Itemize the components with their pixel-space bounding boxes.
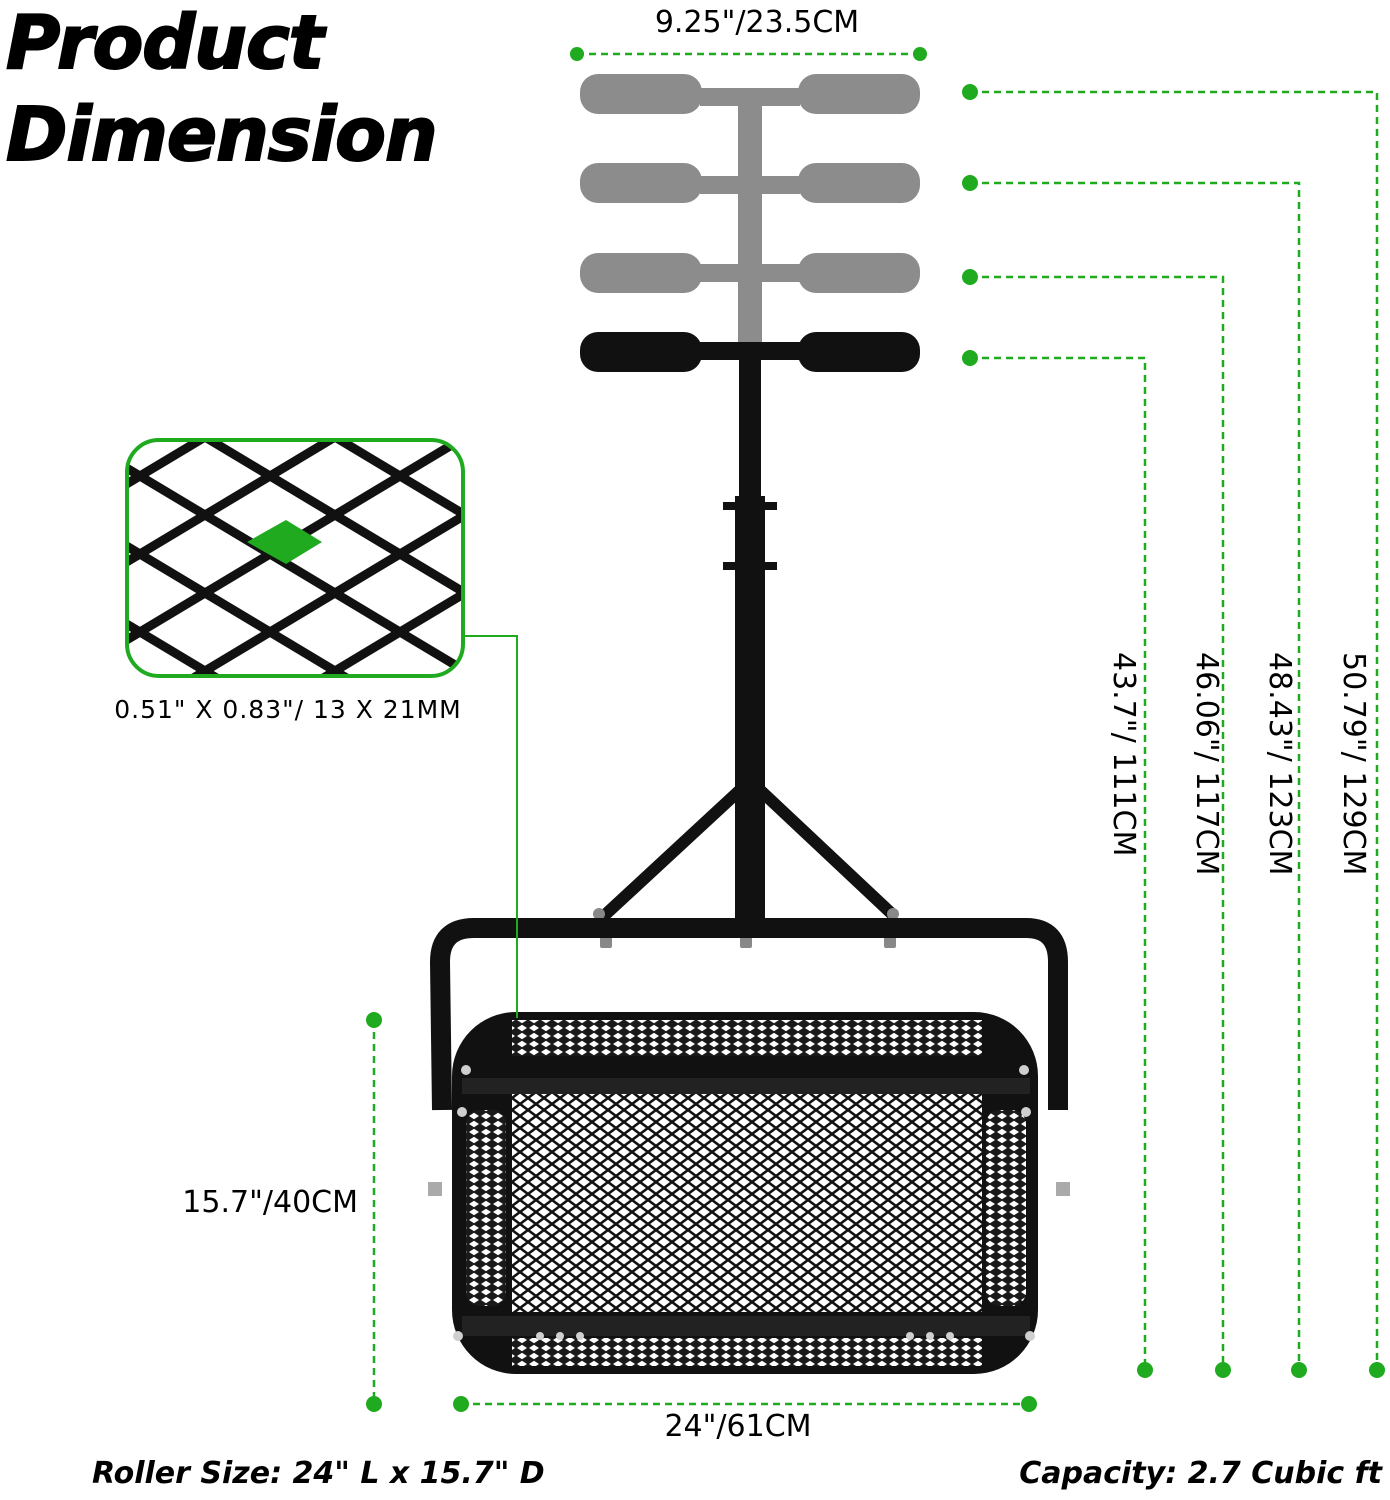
support-braces: [600, 784, 898, 920]
mesh-hole-size-label: 0.51" X 0.83"/ 13 X 21MM: [114, 695, 462, 724]
roller-length-dimension: 24"/61CM: [453, 1396, 1037, 1444]
roller-size-caption: Roller Size: 24" L x 15.7" D: [92, 1456, 545, 1491]
height-dimension-129: 50.79"/ 129CM: [962, 84, 1385, 1378]
mesh-strand: [127, 440, 463, 676]
handle-width-label: 9.25"/23.5CM: [655, 5, 859, 40]
height-label-111: 43.7"/ 111CM: [1106, 652, 1141, 856]
handle-grip: [580, 332, 920, 372]
title-line-dimension: Dimension: [5, 92, 439, 178]
mesh-leader-line: [463, 635, 518, 1018]
mesh-strand: [127, 544, 463, 676]
mesh-strand: [127, 440, 463, 564]
mesh-hole-highlight: [247, 520, 322, 564]
roller-diameter-dimension: 15.7"/40CM: [182, 1012, 382, 1412]
capacity-caption: Capacity: 2.7 Cubic ft: [1019, 1456, 1382, 1491]
mesh-strand: [127, 440, 463, 676]
title-line-product: Product: [5, 0, 325, 86]
roller-drum: [428, 1012, 1070, 1374]
handle-grip-ghost: [580, 163, 920, 203]
height-label-123: 48.43"/ 123CM: [1262, 652, 1297, 875]
height-label-117: 46.06"/ 117CM: [1189, 652, 1224, 875]
height-dimension-111: 43.7"/ 111CM: [962, 350, 1153, 1378]
handle-grip-ghost: [580, 253, 920, 293]
handle-shaft: [723, 358, 777, 926]
height-label-129: 50.79"/ 129CM: [1336, 652, 1371, 875]
height-dimension-117: 46.06"/ 117CM: [962, 269, 1231, 1378]
roller-length-label: 24"/61CM: [664, 1409, 811, 1444]
mesh-zoom-callout: 0.51" X 0.83"/ 13 X 21MM: [114, 438, 518, 1018]
mesh-strand: [127, 440, 463, 642]
frame-bolts: [593, 908, 899, 948]
handle-grip-ghost: [580, 74, 920, 114]
handle-width-dimension: 9.25"/23.5CM: [570, 5, 927, 61]
mesh-strand: [127, 466, 463, 676]
height-dimension-123: 48.43"/ 123CM: [962, 175, 1307, 1378]
handle-extension-positions: [580, 74, 920, 358]
roller-frame: [429, 918, 1068, 1111]
roller-diameter-label: 15.7"/40CM: [182, 1185, 358, 1220]
mesh-strand: [127, 440, 463, 676]
